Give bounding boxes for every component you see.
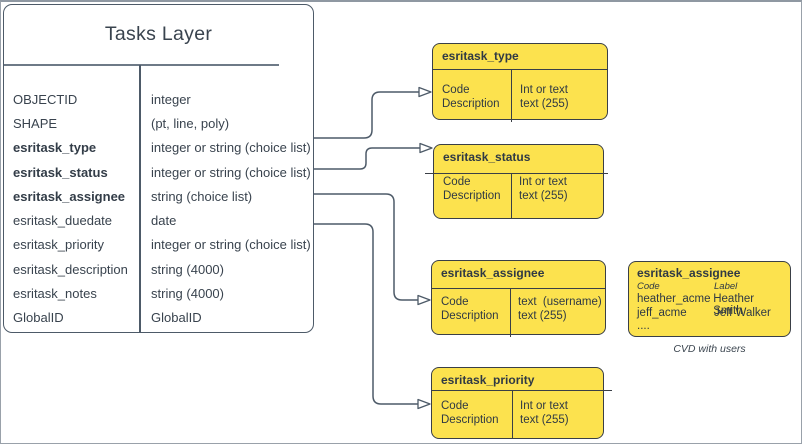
divider <box>510 288 512 337</box>
cvd-users-box: esritask_assignee Code Label heather_acm… <box>628 261 791 337</box>
title-divider <box>4 64 279 66</box>
domain-assignee-fields: Code Description <box>441 296 499 322</box>
cvd-row: .... <box>637 320 650 332</box>
divider <box>433 69 607 71</box>
domain-type-fields: Code Description <box>442 84 500 110</box>
divider <box>432 390 612 392</box>
cvd-header-code: Code <box>637 281 660 292</box>
domain-priority-types: Int or text text (255) <box>520 400 569 426</box>
divider <box>512 390 514 438</box>
field-row-status: esritask_status integer or string (choic… <box>13 164 311 180</box>
domain-box-priority: esritask_priority Code Description Int o… <box>431 367 612 439</box>
domain-box-status: esritask_status Code Description Int or … <box>425 144 608 219</box>
field-row-notes: esritask_notes string (4000) <box>13 286 224 302</box>
field-row-description: esritask_description string (4000) <box>13 261 224 277</box>
domain-box-assignee-title: esritask_assignee <box>441 266 545 280</box>
cvd-caption: CVD with users <box>673 343 746 355</box>
field-rows: OBJECTID integer SHAPE (pt, line, poly) … <box>4 87 313 330</box>
field-row-priority: esritask_priority integer or string (cho… <box>13 237 311 253</box>
connector-type <box>314 91 419 139</box>
field-row-duedate: esritask_duedate date <box>13 213 177 229</box>
tasks-layer-table: Tasks Layer OBJECTID integer SHAPE (pt, … <box>3 4 314 333</box>
cvd-box-title: esritask_assignee <box>637 266 741 280</box>
field-row-objectid: OBJECTID integer <box>13 91 191 107</box>
divider <box>425 173 608 175</box>
domain-box-assignee: esritask_assignee Code Description text … <box>431 260 606 337</box>
cvd-header-label: Label <box>714 281 738 292</box>
domain-box-priority-title: esritask_priority <box>441 373 535 387</box>
field-row-type: esritask_type integer or string (choice … <box>13 140 311 156</box>
cvd-row: heather_acme Heather Smith <box>637 293 755 317</box>
domain-priority-fields: Code Description <box>441 400 499 426</box>
domain-status-types: Int or text text (255) <box>519 176 568 202</box>
divider <box>511 173 513 218</box>
domain-assignee-types: text (username) text (255) <box>518 296 602 322</box>
domain-box-type-title: esritask_type <box>442 49 519 63</box>
field-row-assignee: esritask_assignee string (choice list) <box>13 188 253 204</box>
domain-box-type: esritask_type Code Description Int or te… <box>432 43 608 122</box>
divider <box>511 69 513 122</box>
domain-status-fields: Code Description <box>443 176 501 202</box>
connector-priority <box>314 223 418 405</box>
cvd-row: jeff_acme Jeff Walker <box>637 307 771 319</box>
table-title: Tasks Layer <box>104 22 213 45</box>
connector-status <box>314 147 420 170</box>
divider <box>432 288 605 290</box>
column-divider <box>139 65 141 332</box>
domain-box-status-title: esritask_status <box>443 150 531 164</box>
field-row-shape: SHAPE (pt, line, poly) <box>13 115 230 131</box>
arrowhead-priority-icon <box>417 398 431 410</box>
arrowhead-status-icon <box>419 142 433 154</box>
field-row-globalid: GlobalID GlobalID <box>13 310 202 326</box>
arrowhead-type-icon <box>418 86 432 98</box>
connector-assignee <box>314 193 418 301</box>
domain-type-types: Int or text text (255) <box>520 84 569 110</box>
arrowhead-assignee-icon <box>417 294 431 306</box>
